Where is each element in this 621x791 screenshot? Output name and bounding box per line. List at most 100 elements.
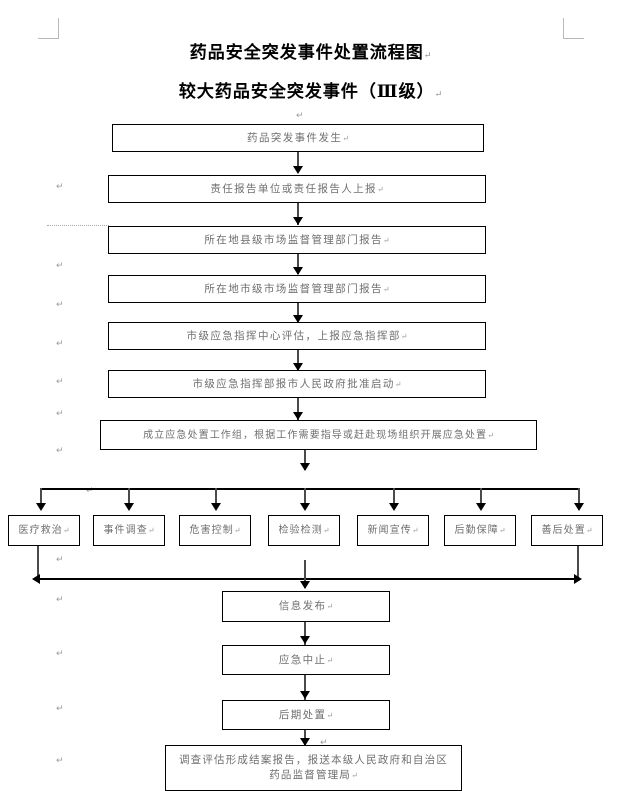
flow-node-p1[interactable]: 医疗救治↵ [8, 515, 80, 546]
title-text-1: 药品安全突发事件处置流程图 [189, 43, 424, 63]
connector-p7-merge [577, 546, 579, 578]
connector-p1-merge [37, 546, 39, 578]
paragraph-mark-p4: ↵ [322, 526, 330, 535]
arrowhead-c2-c3 [300, 691, 310, 699]
flow-node-c1[interactable]: 信息发布↵ [222, 591, 390, 622]
flow-node-p4[interactable]: 检验检测↵ [268, 515, 340, 546]
arrowhead-n1-n2 [293, 166, 303, 174]
paragraph-mark-n6: ↵ [394, 379, 402, 389]
arrowhead-n3-n4 [293, 267, 303, 275]
paragraph-mark-margin-2: ↵ [56, 261, 64, 271]
flow-node-n2[interactable]: 责任报告单位或责任报告人上报↵ [108, 175, 486, 203]
flow-node-n5[interactable]: 市级应急指挥中心评估，上报应急指挥部↵ [108, 322, 486, 350]
flow-node-p5-label: 新闻宣传 [367, 525, 412, 536]
connector-n2-n3 [297, 203, 299, 225]
flow-node-p3[interactable]: 危害控制↵ [179, 515, 251, 546]
connector-n7-distributor [304, 450, 306, 470]
paragraph-mark-n3: ↵ [382, 235, 390, 245]
arrowhead-bus-p1 [36, 503, 46, 511]
connector-bus-p7 [578, 488, 580, 508]
connector-bus-p6 [480, 488, 482, 508]
connector-n3-n4 [297, 254, 299, 274]
arrowhead-c1-c2 [300, 636, 310, 644]
arrowhead-n2-n3 [293, 217, 303, 225]
arrowhead-n7-distributor [300, 463, 310, 471]
flow-node-n3-label: 所在地县级市场监督管理部门报告 [204, 233, 383, 246]
flow-node-n6[interactable]: 市级应急指挥部报市人民政府批准启动↵ [108, 370, 486, 398]
flow-node-n6-label: 市级应急指挥部报市人民政府批准启动 [192, 377, 395, 390]
paragraph-mark-p6: ↵ [498, 526, 506, 535]
flow-node-n4-label: 所在地市级市场监督管理部门报告 [204, 282, 383, 295]
flow-node-c4-label: 调查评估形成结案报告，报送本级人民政府和自治区药品监督管理局 [178, 754, 449, 781]
paragraph-mark-p3: ↵ [233, 526, 241, 535]
paragraph-mark-p5: ↵ [411, 526, 419, 535]
paragraph-mark-margin-5: ↵ [56, 377, 64, 387]
connector-n4-n5 [297, 303, 299, 322]
flow-node-c4[interactable]: 调查评估形成结案报告，报送本级人民政府和自治区药品监督管理局↵ [165, 745, 462, 791]
paragraph-mark-c4: ↵ [351, 771, 358, 780]
connector-n6-n7 [297, 398, 299, 420]
flow-node-p5[interactable]: 新闻宣传↵ [357, 515, 429, 546]
connector-merge-c1 [304, 560, 306, 588]
connector-bus-p5 [393, 488, 395, 508]
connector-n1-n2 [297, 152, 299, 172]
arrowhead-bus-p7 [574, 503, 584, 511]
paragraph-mark-title1: ↵ [423, 51, 432, 61]
page-title-line1: 药品安全突发事件处置流程图↵ [0, 38, 621, 63]
paragraph-mark-c1: ↵ [326, 602, 334, 611]
paragraph-mark-margin-9: ↵ [56, 555, 64, 565]
arrowhead-bus-p2 [124, 503, 134, 511]
connector-bus-p1 [40, 488, 42, 508]
paragraph-mark-title2: ↵ [434, 90, 443, 100]
flow-node-n7-label: 成立应急处置工作组，根据工作需要指导或赶赴现场组织开展应急处置 [143, 429, 488, 441]
paragraph-mark-n4: ↵ [382, 284, 390, 294]
arrowhead-bus-p4 [300, 503, 310, 511]
connector-bus-p2 [128, 488, 130, 508]
paragraph-mark-p7: ↵ [585, 526, 593, 535]
flow-node-p7[interactable]: 善后处置↵ [531, 515, 603, 546]
flow-node-c2[interactable]: 应急中止↵ [222, 645, 390, 675]
flow-node-n2-label: 责任报告单位或责任报告人上报 [210, 182, 377, 195]
connector-c1-c2 [304, 622, 306, 645]
connector-bus-p3 [215, 488, 217, 508]
flow-node-c3[interactable]: 后期处置↵ [222, 700, 390, 730]
paragraph-mark-n2: ↵ [376, 184, 384, 194]
paragraph-mark-c3: ↵ [326, 710, 334, 720]
paragraph-mark-margin-10: ↵ [56, 595, 64, 605]
paragraph-mark-near-final: ↵ [320, 738, 328, 748]
paragraph-mark-margin-6: ↵ [56, 409, 64, 419]
dotted-guide-line [47, 225, 109, 226]
paragraph-mark-margin-8: ↵ [86, 486, 94, 496]
flow-node-c3-label: 后期处置 [278, 708, 327, 721]
flow-node-p1-label: 医疗救治 [18, 525, 63, 536]
arrowhead-merge-right [574, 574, 582, 584]
arrowhead-merge-c1 [300, 581, 310, 589]
flow-node-p3-label: 危害控制 [189, 525, 234, 536]
flow-node-c2-label: 应急中止 [278, 653, 327, 666]
paragraph-mark-margin-13: ↵ [56, 756, 64, 766]
connector-bus-p4 [304, 488, 306, 508]
paragraph-mark-p2: ↵ [147, 526, 155, 535]
flow-node-n7[interactable]: 成立应急处置工作组，根据工作需要指导或赶赴现场组织开展应急处置↵ [100, 420, 537, 450]
paragraph-mark-c2: ↵ [326, 655, 334, 665]
flow-node-p4-label: 检验检测 [278, 525, 323, 536]
flow-node-n3[interactable]: 所在地县级市场监督管理部门报告↵ [108, 226, 486, 254]
flow-node-p2[interactable]: 事件调查↵ [93, 515, 165, 546]
paragraph-mark-margin-7: ↵ [56, 446, 64, 456]
flow-node-n1[interactable]: 药品突发事件发生↵ [112, 124, 484, 152]
flow-node-p6[interactable]: 后勤保障↵ [444, 515, 516, 546]
connector-n5-n6 [297, 350, 299, 370]
paragraph-mark-p1: ↵ [62, 526, 70, 535]
paragraph-mark-margin-3: ↵ [56, 300, 64, 310]
flow-node-p7-label: 善后处置 [541, 525, 586, 536]
flow-node-n5-label: 市级应急指挥中心评估，上报应急指挥部 [186, 329, 401, 342]
paragraph-mark-above-node1: ↵ [296, 111, 304, 121]
arrowhead-bus-p3 [211, 503, 221, 511]
flow-node-n4[interactable]: 所在地市级市场监督管理部门报告↵ [108, 275, 486, 303]
arrowhead-bus-p6 [476, 503, 486, 511]
paragraph-mark-below-node1: ↵ [296, 147, 304, 157]
flow-node-p2-label: 事件调查 [103, 525, 148, 536]
flow-node-n1-label: 药品突发事件发生 [247, 131, 343, 144]
paragraph-mark-n7: ↵ [487, 430, 494, 440]
